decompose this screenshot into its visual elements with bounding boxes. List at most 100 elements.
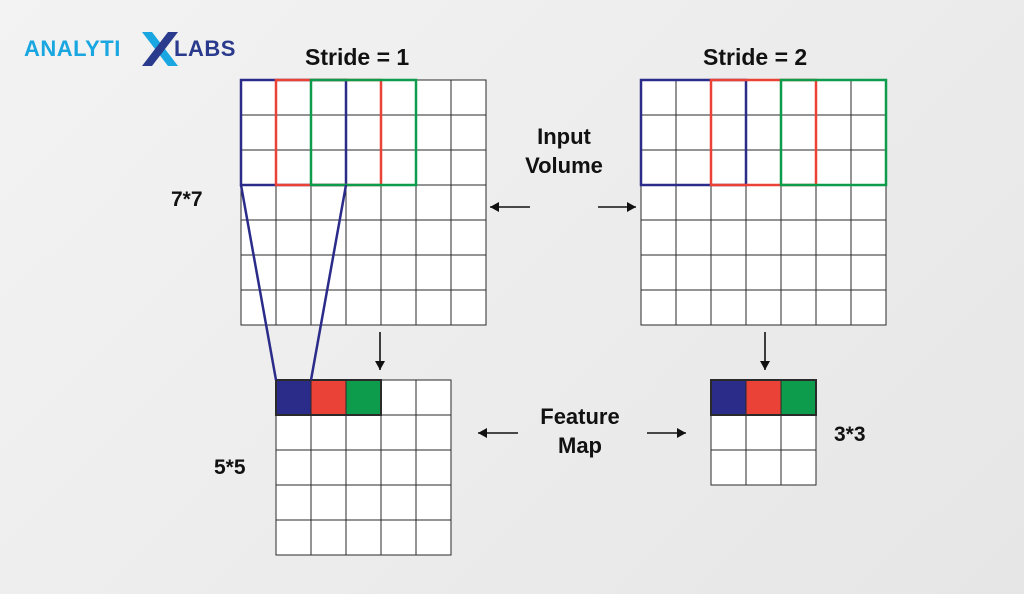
stride2-input-grid-cell	[780, 79, 817, 116]
stride2-input-grid-cell	[710, 254, 747, 291]
stride2-input-grid-cell	[640, 219, 677, 256]
stride1-input-grid-cell	[240, 219, 277, 256]
stride2-input-grid-cell	[850, 219, 887, 256]
stride2-filter-window-1	[639, 78, 748, 187]
stride2-output-cell-3	[780, 379, 817, 416]
stride1-input-grid-cell	[275, 289, 312, 326]
stride1-output-grid-cell	[275, 484, 312, 521]
stride1-output-grid-cell	[415, 484, 452, 521]
stride1-input-grid-cell	[345, 184, 382, 221]
stride1-input-grid-cell	[310, 149, 347, 186]
arrow-feature-right-head	[677, 428, 686, 438]
stride2-output-grid-cell	[710, 449, 747, 486]
stride2-input-grid-cell	[710, 114, 747, 151]
stride1-input-grid-cell	[240, 254, 277, 291]
stride2-input-grid-cell	[640, 184, 677, 221]
stride1-input-grid-cell	[450, 184, 487, 221]
stride2-input-grid-cell	[710, 184, 747, 221]
stride1-input-grid-cell	[345, 114, 382, 151]
stride2-input-grid-cell	[745, 114, 782, 151]
arrow-down-stride1-head	[375, 361, 385, 370]
stride2-input-grid-cell	[640, 114, 677, 151]
stride2-input-grid-cell	[710, 289, 747, 326]
stride1-output-grid-cell	[275, 519, 312, 556]
stride1-input-grid-cell	[380, 184, 417, 221]
output-size-stride1-label: 5*5	[214, 456, 246, 479]
stride1-input-grid-cell	[240, 114, 277, 151]
stride2-input-grid-cell	[640, 149, 677, 186]
stride1-output-grid-cell	[345, 484, 382, 521]
stride2-input-grid-cell	[675, 114, 712, 151]
stride1-input-grid-cell	[345, 79, 382, 116]
stride1-output-grid-cell	[345, 449, 382, 486]
output-size-stride2-label: 3*3	[834, 423, 866, 446]
stride1-title: Stride = 1	[305, 44, 410, 70]
stride1-output-grid-cell	[275, 414, 312, 451]
stride2-input-grid-cell	[675, 184, 712, 221]
input-volume-label: Input Volume	[500, 122, 628, 180]
stride1-output-grid-cell	[275, 449, 312, 486]
stride2-input-grid-cell	[745, 79, 782, 116]
stride2-output-grid-cell	[710, 414, 747, 451]
stride2-filter-window-3	[779, 78, 888, 187]
stride1-output-grid-cell	[310, 414, 347, 451]
stride2-input-grid-cell	[745, 219, 782, 256]
stride2-output-grid-cell	[780, 414, 817, 451]
stride2-input-grid-cell	[745, 149, 782, 186]
stride2-input-grid-cell	[780, 254, 817, 291]
stride2-input-grid-cell	[675, 289, 712, 326]
stride1-input-grid-cell	[275, 114, 312, 151]
stride2-output-grid-cell	[780, 449, 817, 486]
input-volume-line1: Input	[537, 124, 591, 149]
stride2-input-grid-cell	[815, 149, 852, 186]
stride2-output-cell-2	[745, 379, 782, 416]
arrow-feature-left-head	[478, 428, 487, 438]
stride2-input-grid-cell	[850, 149, 887, 186]
projection-line-right	[309, 184, 348, 381]
stride1-input-grid-cell	[380, 219, 417, 256]
stride1-input-grid-cell	[240, 149, 277, 186]
stride1-input-grid-cell	[415, 149, 452, 186]
stride1-input-grid-cell	[345, 254, 382, 291]
stride2-output-grid-cell	[745, 414, 782, 451]
stride1-input-grid-cell	[415, 184, 452, 221]
stride1-input-grid-cell	[450, 254, 487, 291]
stride2-title: Stride = 2	[703, 44, 808, 70]
stride1-output-cell-1	[275, 379, 312, 416]
stride2-input-grid-cell	[745, 184, 782, 221]
stride1-input-grid-cell	[415, 254, 452, 291]
stride1-input-grid-cell	[380, 79, 417, 116]
stride2-input-grid-cell	[780, 184, 817, 221]
stride1-output-grid-cell	[380, 379, 417, 416]
stride1-output-grid-cell	[380, 449, 417, 486]
stride1-output-grid-cell	[310, 449, 347, 486]
stride1-output-grid-cell	[415, 414, 452, 451]
stride1-output-grid-cell	[380, 484, 417, 521]
projection-line-left	[239, 184, 278, 381]
stride1-output-cell-2	[310, 379, 347, 416]
stride1-input-grid-cell	[275, 219, 312, 256]
stride2-input-grid-cell	[710, 219, 747, 256]
stride1-input-grid-cell	[275, 79, 312, 116]
feature-map-line2: Map	[558, 433, 602, 458]
stride1-input-grid-cell	[450, 289, 487, 326]
stride2-output-grid-cell	[745, 449, 782, 486]
stride1-input-grid-cell	[310, 114, 347, 151]
stride1-input-grid-cell	[380, 254, 417, 291]
stride2-input-grid-cell	[710, 149, 747, 186]
arrow-input-left-head	[490, 202, 499, 212]
stride2-input-grid-cell	[675, 254, 712, 291]
stride1-input-grid-cell	[450, 149, 487, 186]
stride1-output-grid-cell	[380, 414, 417, 451]
stride1-input-grid-cell	[380, 114, 417, 151]
stride1-input-grid-cell	[415, 114, 452, 151]
input-volume-line2: Volume	[525, 153, 603, 178]
stride1-output-grid-cell	[345, 414, 382, 451]
feature-map-line1: Feature	[540, 404, 620, 429]
stride2-input-grid-cell	[745, 254, 782, 291]
stride1-input-grid-cell	[310, 219, 347, 256]
stride1-input-grid-cell	[380, 289, 417, 326]
stride2-input-grid-cell	[850, 254, 887, 291]
stride2-input-grid-cell	[815, 114, 852, 151]
